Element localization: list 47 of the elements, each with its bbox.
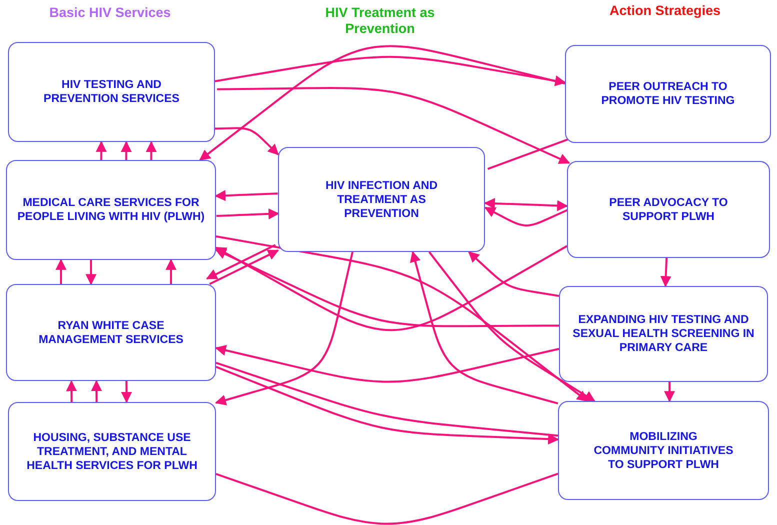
arrow [410,250,558,404]
arrow [199,45,566,161]
arrow [90,380,102,402]
box-text: MEDICAL CARE SERVICES FOR PEOPLE LIVING WITH HIV (PLWH) [16,196,206,224]
arrow [166,258,176,284]
arrow [86,260,96,286]
column-heading: Action Strategies [608,3,722,19]
arrow [484,206,568,226]
arrow [664,382,675,402]
arrow [66,380,77,402]
process-box [8,42,215,142]
arrow [214,344,560,383]
arrow [468,251,560,297]
arrow [216,208,280,220]
arrow [146,141,157,160]
arrow [206,244,276,280]
box-text: MOBILIZING COMMUNITY INITIATIVES TO SUPPORT PLWH [592,430,734,472]
arrow [214,56,566,86]
process-box [558,401,769,500]
box-text: RYAN WHITE CASE MANAGEMENT SERVICES [38,318,184,346]
arrow [96,140,107,160]
process-box [8,402,216,501]
process-box [278,147,485,252]
box-text: PEER OUTREACH TO PROMOTE HIV TESTING [600,80,736,108]
column-heading: Basic HIV Services [48,5,172,21]
arrow [209,250,279,285]
column-heading: HIV Treatment as Prevention [324,5,436,37]
arrow [428,251,596,402]
arrow [121,380,132,403]
process-box [6,160,216,260]
box-text: HIV INFECTION AND TREATMENT AS PREVENTION [324,178,439,220]
arrow [217,86,570,164]
arrow [216,235,588,402]
arrow [484,198,568,212]
box-text: PEER ADVOCACY TO SUPPORT PLWH [608,196,729,224]
process-box [6,284,216,381]
arrow [214,252,354,406]
box-text: HIV TESTING AND PREVENTION SERVICES [42,78,180,106]
process-box [559,286,768,382]
box-text: EXPANDING HIV TESTING AND SEXUAL HEALTH SCREENING IN PRIMARY CARE [572,313,756,355]
arrow [660,258,672,288]
arrow [56,258,66,284]
box-text: HOUSING, SUBSTANCE USE TREATMENT, AND MENTAL HEALTH SERVICES FOR PLWH [26,430,198,472]
arrow [120,140,132,160]
process-box [567,161,770,258]
process-box [565,45,771,143]
arrow [214,190,278,202]
